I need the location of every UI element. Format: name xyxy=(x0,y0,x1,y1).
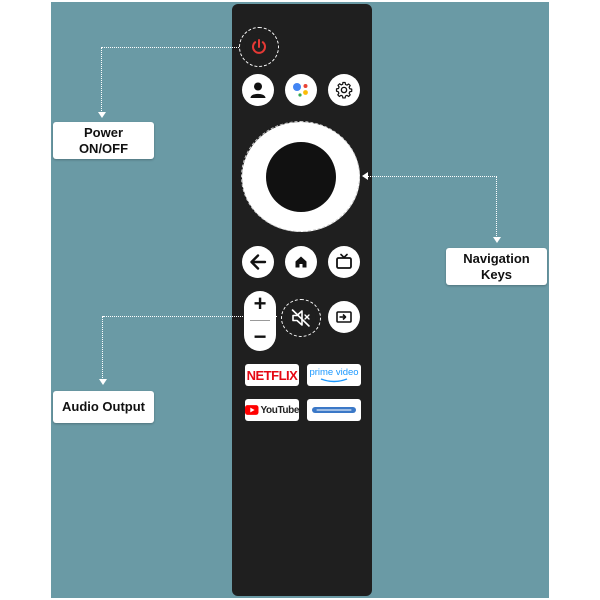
prime-smile-icon xyxy=(320,377,348,382)
home-button[interactable] xyxy=(285,246,317,278)
audio-connector-horizontal xyxy=(103,316,277,317)
navigation-connector-arrow-down xyxy=(493,237,501,243)
prime-video-logo: prime video xyxy=(309,367,359,383)
profile-icon xyxy=(250,82,266,98)
power-icon xyxy=(252,39,266,54)
power-callout: Power ON/OFF xyxy=(53,122,154,159)
input-button[interactable] xyxy=(328,301,360,333)
prime-video-button[interactable]: prime video xyxy=(307,364,361,386)
youtube-button[interactable]: YouTube xyxy=(245,399,299,421)
netflix-button[interactable]: NETFLIX xyxy=(245,364,299,386)
youtube-play-icon xyxy=(245,405,259,415)
navigation-callout: Navigation Keys xyxy=(446,248,547,285)
input-icon xyxy=(336,311,352,323)
app-shortcut-button[interactable] xyxy=(307,399,361,421)
navigation-dpad[interactable] xyxy=(241,121,360,232)
navigation-connector-horizontal xyxy=(368,176,497,177)
mute-button[interactable] xyxy=(286,303,316,332)
google-assistant-icon xyxy=(293,83,308,97)
power-highlight-ring xyxy=(239,27,279,67)
gear-icon xyxy=(335,81,353,99)
settings-button[interactable] xyxy=(328,74,360,106)
volume-divider xyxy=(250,320,270,321)
netflix-logo: NETFLIX xyxy=(246,367,298,383)
youtube-logo: YouTube xyxy=(260,404,300,416)
volume-rocker[interactable]: + − xyxy=(244,291,276,351)
navigation-highlight-ring xyxy=(241,121,360,232)
navigation-connector-arrow-left xyxy=(362,172,368,180)
power-connector-vertical xyxy=(101,47,102,113)
tv-button[interactable] xyxy=(328,246,360,278)
back-button[interactable] xyxy=(242,246,274,278)
mute-icon xyxy=(291,308,310,327)
app-shortcut-icon xyxy=(312,407,356,413)
home-icon xyxy=(295,256,307,268)
profile-button[interactable] xyxy=(242,74,274,106)
back-arrow-icon xyxy=(250,254,267,270)
tv-icon xyxy=(336,253,352,269)
power-button[interactable] xyxy=(245,33,273,61)
mute-highlight-ring xyxy=(281,299,321,337)
power-connector-arrow xyxy=(98,112,106,118)
navigation-connector-vertical xyxy=(496,176,497,238)
audio-output-callout: Audio Output xyxy=(53,391,154,423)
volume-up-button[interactable]: + xyxy=(253,291,267,316)
google-assistant-button[interactable] xyxy=(285,74,317,106)
volume-down-button[interactable]: − xyxy=(253,324,267,349)
audio-connector-vertical xyxy=(102,316,103,380)
power-connector-horizontal xyxy=(102,47,239,48)
audio-connector-arrow xyxy=(99,379,107,385)
